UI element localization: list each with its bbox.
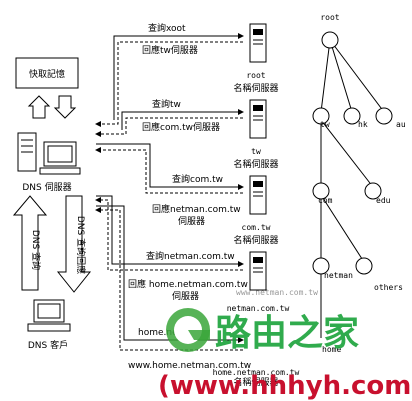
- step3-reply2: 伺服器: [178, 215, 205, 227]
- cache-box: 快取記憶: [15, 57, 79, 89]
- tree-home-label: home: [322, 345, 341, 354]
- dns-reply-vertical-text: DNS 查詢回應: [75, 216, 87, 274]
- client-reply-arrow: DNS 查詢回應: [56, 195, 92, 293]
- tree-edu-label: edu: [376, 196, 391, 205]
- server-icon: [249, 23, 267, 63]
- server-root-name: root: [246, 71, 265, 80]
- watermark-brand: 路由之家: [215, 313, 359, 354]
- server-comtw-line2: 名稱伺服器: [233, 234, 278, 246]
- step2-query: 查詢tw: [152, 98, 181, 110]
- step5-query: home.net: [138, 328, 182, 338]
- server-home-name: home.netman.com.tw: [213, 368, 300, 377]
- tree-au-label: au: [396, 120, 406, 129]
- tree-com-label: com: [318, 196, 333, 205]
- step4-reply2: 伺服器: [172, 290, 199, 302]
- step1-reply: 回應tw伺服器: [142, 44, 198, 56]
- server-home-line2: 名稱伺服器: [233, 376, 278, 388]
- watermark: www.netman.com.tw 路由之家 (www.hhhyh.com): [158, 288, 412, 401]
- watermark-small-url: www.netman.com.tw: [236, 288, 318, 297]
- cache-arrows: [27, 95, 77, 119]
- server-icon: [249, 251, 267, 291]
- tree-root-label: root: [320, 13, 339, 22]
- step4-query: 查詢netman.com.tw: [146, 250, 235, 262]
- step2-reply: 回應com.tw伺服器: [142, 121, 220, 133]
- dns-client-computer-icon: [27, 299, 71, 332]
- client-query-arrow: DNS 查詢: [12, 195, 48, 291]
- brand-logo-icon: [166, 308, 210, 352]
- query-lines: [95, 33, 244, 351]
- server-icon: [249, 99, 267, 139]
- step4-reply: 回應 home.netman.com.tw: [128, 278, 248, 290]
- dns-server-label: DNS 伺服器: [22, 181, 71, 193]
- watermark-url: (www.hhhyh.com): [158, 371, 412, 401]
- step3-reply: 回應netman.com.tw: [152, 203, 241, 215]
- domain-tree: [312, 31, 393, 338]
- server-icon: [249, 175, 267, 215]
- tree-others-label: others: [374, 283, 403, 292]
- step3-query: 查詢com.tw: [172, 173, 223, 185]
- step1-query: 查詢xoot: [148, 22, 186, 34]
- name-servers: [249, 23, 267, 291]
- step5-reply: www.home.netman.com.tw: [128, 361, 251, 371]
- tree-tw-label: tw: [320, 120, 330, 129]
- server-root-line2: 名稱伺服器: [233, 82, 278, 94]
- dns-server-computer-icon: [17, 132, 81, 175]
- server-tw-name: tw: [251, 147, 261, 156]
- cache-label: 快取記憶: [29, 68, 65, 80]
- server-tw-line2: 名稱伺服器: [233, 158, 278, 170]
- tree-netman-label: netman: [324, 271, 353, 280]
- server-comtw-name: com.tw: [242, 223, 271, 232]
- tree-hk-label: hk: [358, 120, 368, 129]
- dns-query-vertical-text: DNS 查詢: [30, 230, 42, 270]
- server-netman-name: netman.com.tw: [227, 304, 290, 313]
- dns-client-label: DNS 客戶: [28, 339, 68, 351]
